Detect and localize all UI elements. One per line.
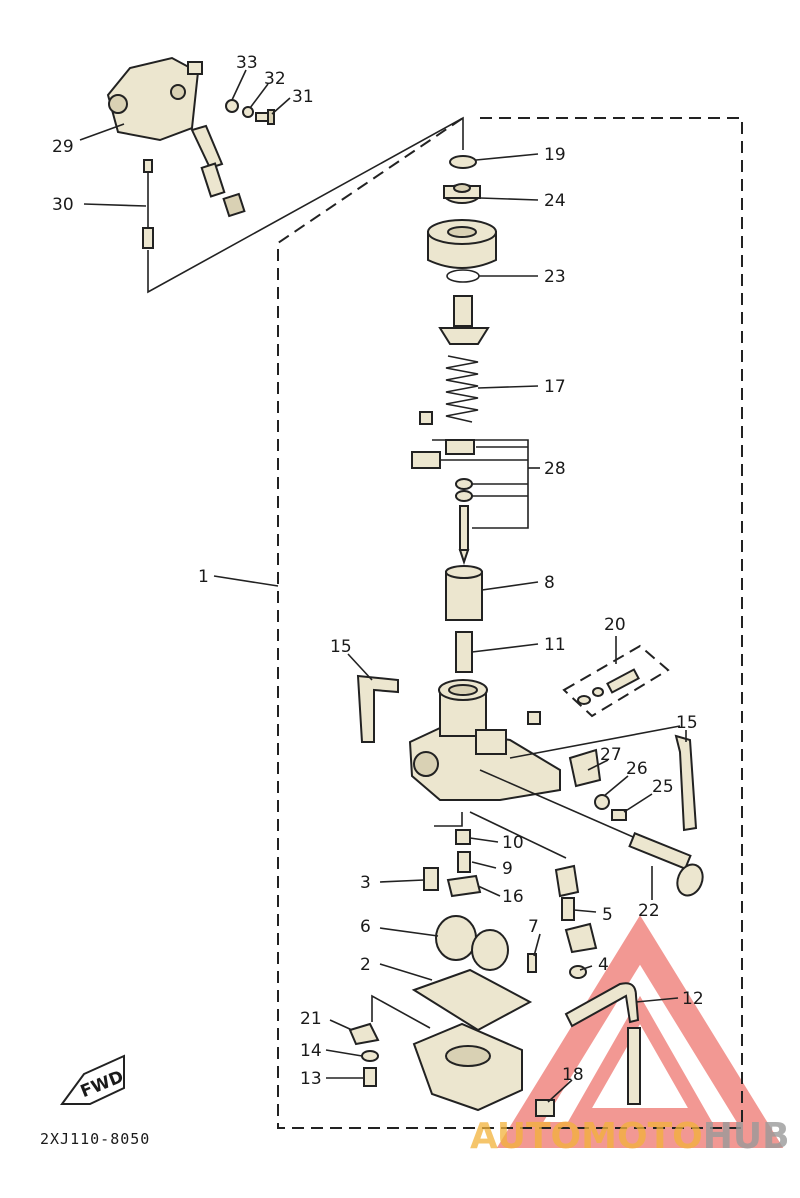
callout-10: 10	[502, 833, 524, 853]
assembly-boundary	[277, 117, 743, 1129]
callout-22: 22	[638, 901, 660, 921]
lower-jets-parts	[423, 811, 598, 979]
cable-link-line	[147, 116, 464, 294]
pilot-screw-set	[562, 644, 670, 718]
callout-15-right: 15	[676, 713, 698, 733]
callout-3: 3	[360, 873, 371, 893]
callout-31: 31	[292, 87, 314, 107]
callout-11: 11	[544, 635, 566, 655]
fwd-arrow-icon: FWD	[60, 1054, 127, 1105]
callout-20: 20	[604, 615, 626, 635]
gasket-part	[411, 968, 533, 1032]
cable-end-part	[142, 159, 154, 249]
callout-15-left: 15	[330, 637, 352, 657]
callout-2: 2	[360, 955, 371, 975]
callout-6: 6	[360, 917, 371, 937]
callout-17: 17	[544, 377, 566, 397]
diagram-code: 2XJ110-8050	[40, 1130, 150, 1148]
callout-25: 25	[652, 777, 674, 797]
bowl-screw-parts	[348, 994, 431, 1087]
needle-clip-group	[411, 411, 540, 566]
callout-4: 4	[598, 955, 609, 975]
callout-13: 13	[300, 1069, 322, 1089]
hose-left-part	[356, 674, 399, 743]
callout-18: 18	[562, 1065, 584, 1085]
throttle-housing-part	[106, 56, 246, 218]
callout-23: 23	[544, 267, 566, 287]
callout-26: 26	[626, 759, 648, 779]
small-hardware-31-33	[225, 99, 275, 125]
callout-28: 28	[544, 459, 566, 479]
float-bowl-part	[412, 1022, 555, 1117]
callout-7: 7	[528, 917, 539, 937]
callout-12: 12	[682, 989, 704, 1009]
drain-hose-part	[564, 982, 640, 1028]
callout-9: 9	[502, 859, 513, 879]
drain-hose-lower-part	[627, 1027, 641, 1105]
watermark-text: AUTOMOTOHUB	[470, 1116, 790, 1157]
callout-16: 16	[502, 887, 524, 907]
callout-19: 19	[544, 145, 566, 165]
hose-right-part	[674, 734, 698, 832]
leader-lines	[79, 69, 687, 1103]
callout-33: 33	[236, 53, 258, 73]
callout-24: 24	[544, 191, 566, 211]
callout-30: 30	[52, 195, 74, 215]
carburetor-body-part	[408, 679, 561, 801]
callout-8: 8	[544, 573, 555, 593]
callout-29: 29	[52, 137, 74, 157]
throttle-stop-parts	[479, 725, 681, 841]
callout-27: 27	[600, 745, 622, 765]
callout-14: 14	[300, 1041, 322, 1061]
throttle-valve-part	[445, 565, 483, 673]
callout-21: 21	[300, 1009, 322, 1029]
watermark-logo-icon	[496, 915, 784, 1148]
choke-plunger-part	[628, 831, 704, 897]
float-part	[435, 915, 509, 971]
callout-1: 1	[198, 567, 209, 587]
callout-5: 5	[602, 905, 613, 925]
top-stack-parts	[427, 155, 497, 423]
callout-32: 32	[264, 69, 286, 89]
